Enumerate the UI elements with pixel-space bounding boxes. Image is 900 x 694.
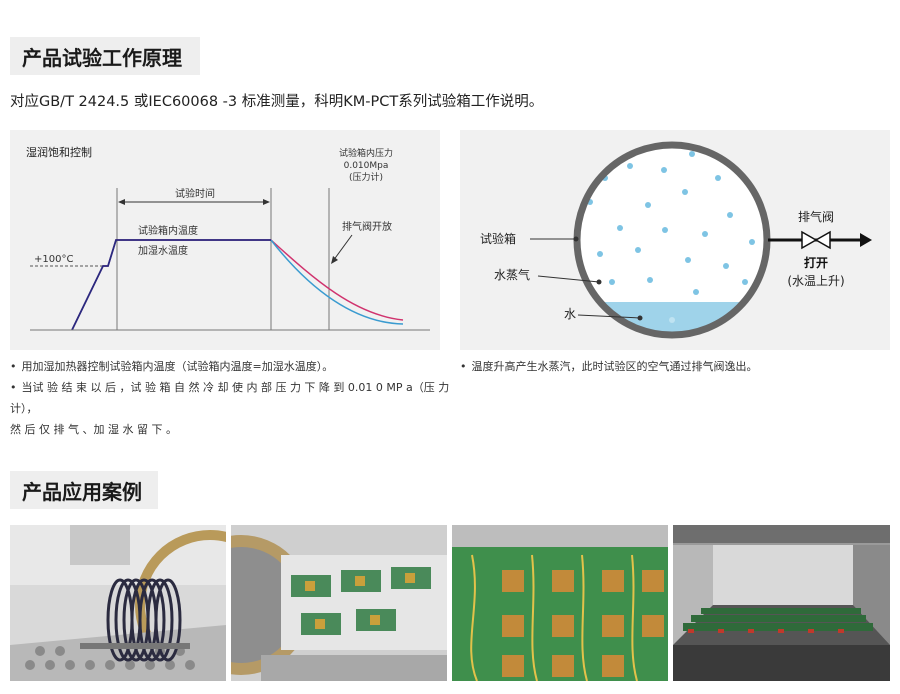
left-notes: •用加湿加热器控制试验箱内温度（试验箱内温度=加湿水温度）。 •当试 验 结 束… — [10, 357, 450, 441]
valve-icon — [801, 230, 818, 250]
bullet-mark: • — [10, 380, 17, 394]
chamber-diagram: 试验箱 水蒸气 水 排气阀 打开 (水温上升) — [460, 130, 890, 350]
chamber-label: 试验箱 — [480, 231, 516, 246]
pressure-label-1: 试验箱内压力 — [339, 147, 393, 159]
open-note: (水温上升) — [787, 274, 844, 288]
section-title-applications: 产品应用案例 — [10, 471, 158, 509]
temperature-curve-blue — [270, 239, 404, 325]
time-label: 试验时间 — [175, 187, 215, 200]
water-label: 水 — [564, 307, 576, 321]
pressure-curve-red — [71, 239, 404, 331]
pressure-label-2: 0.010Mpa — [344, 161, 389, 171]
valve-label: 排气阀 — [798, 209, 834, 224]
vapor-dots — [587, 151, 755, 323]
section-title-principle: 产品试验工作原理 — [10, 37, 200, 75]
temp-100-label: +100°C — [34, 254, 73, 265]
intro-text: 对应GB/T 2424.5 或IEC60068 -3 标准测量，科明KM-PCT… — [10, 94, 544, 110]
temp-inside-label: 试验箱内温度 — [138, 224, 198, 237]
note-item: •温度升高产生水蒸汽，此时试验区的空气通过排气阀逸出。 — [460, 360, 758, 373]
open-label: 打开 — [804, 255, 828, 270]
note-item: 然 后 仅 排 气 、加 湿 水 留 下 。 — [10, 422, 177, 436]
application-photo-green-boards — [452, 525, 668, 681]
temperature-rise-curve — [71, 239, 271, 331]
diagram-title: 湿润饱和控制 — [26, 145, 92, 159]
bullet-mark: • — [10, 360, 17, 373]
pressure-label-3: (压力计) — [349, 171, 383, 183]
note-item: •当试 验 结 束 以 后 ，试 验 箱 自 然 冷 却 使 内 部 压 力 下… — [10, 380, 450, 415]
humidity-control-diagram: 湿润饱和控制 试验箱内压力 0.010Mpa (压力计) 试验时间 +100°C… — [10, 130, 440, 350]
right-notes: •温度升高产生水蒸汽，此时试验区的空气通过排气阀逸出。 — [460, 357, 890, 378]
temp-humid-label: 加湿水温度 — [138, 244, 188, 257]
water-fill — [577, 302, 767, 335]
note-item: •用加湿加热器控制试验箱内温度（试验箱内温度=加湿水温度）。 — [10, 360, 334, 373]
chamber-circle — [577, 145, 767, 335]
vent-open-label: 排气阀开放 — [342, 220, 392, 233]
application-photo-boards-rack — [231, 525, 447, 681]
vapor-label: 水蒸气 — [494, 267, 530, 282]
application-photo-chamber-interior — [673, 525, 890, 681]
application-photo-wafers — [10, 525, 226, 681]
bullet-mark: • — [460, 360, 467, 373]
